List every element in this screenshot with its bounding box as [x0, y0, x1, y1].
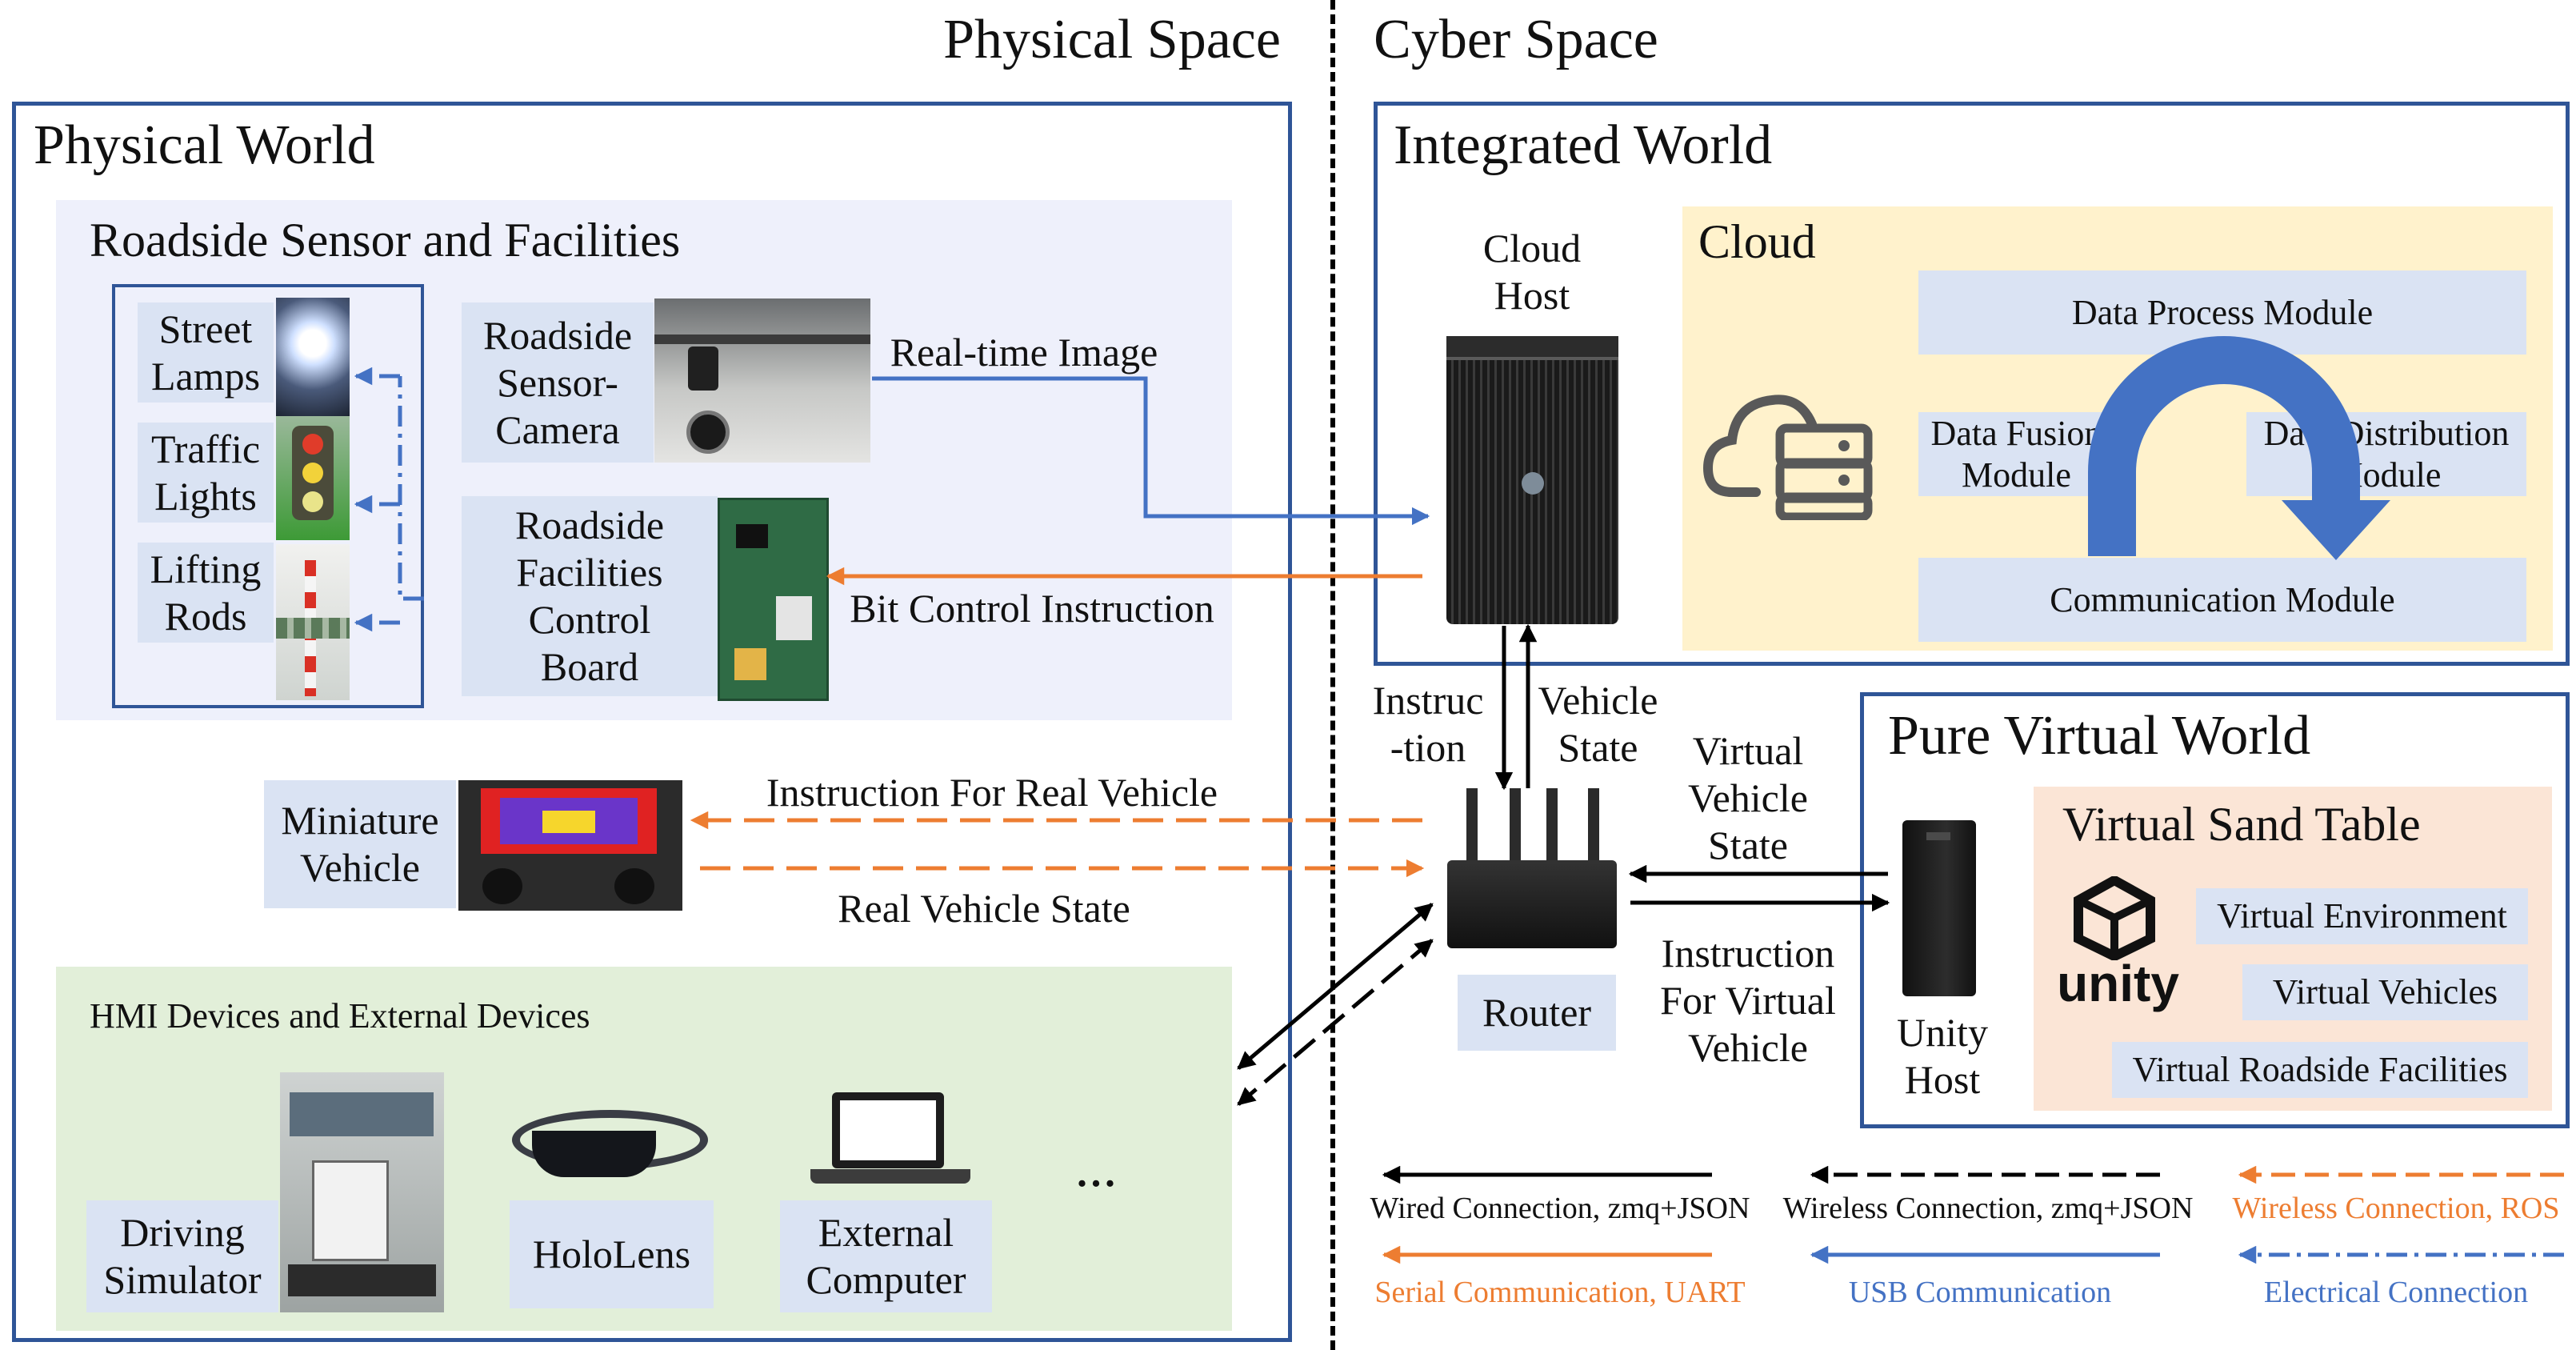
street-lamp-image	[276, 298, 350, 418]
sand-table-title: Virtual Sand Table	[2062, 797, 2421, 851]
unity-logo-text: unity	[2057, 955, 2179, 1013]
cloud-panel-title: Cloud	[1698, 214, 1816, 268]
data-fusion-module: Data Fusion Module	[1918, 412, 2114, 496]
laptop-base	[810, 1169, 970, 1184]
router-antenna-2	[1510, 788, 1521, 860]
cloud-host-label: Cloud Host	[1482, 226, 1582, 318]
green-lamp	[302, 491, 323, 512]
board-chip	[736, 524, 768, 548]
hololens-image	[512, 1100, 708, 1188]
roadside-trees	[276, 618, 350, 639]
facilities-group	[112, 284, 424, 708]
control-board-image	[718, 498, 829, 701]
instruction-label: Instruc -tion	[1372, 678, 1484, 770]
traffic-light-image	[276, 416, 350, 540]
legend-wired-label: Wired Connection, zmq+JSON	[1370, 1191, 1750, 1225]
pure-virtual-world-title: Pure Virtual World	[1888, 704, 2311, 767]
router-antenna-1	[1466, 788, 1478, 860]
hmi-wireless-line	[1237, 939, 1434, 1106]
camera-lens	[686, 411, 730, 454]
simulator-base	[288, 1264, 436, 1296]
control-board-label: Roadside Facilities Control Board	[462, 496, 718, 696]
street-lamps-label: Street Lamps	[138, 302, 274, 403]
cloud-storage-icon	[1700, 360, 1876, 520]
miniature-vehicle-label: Miniature Vehicle	[264, 780, 456, 908]
data-flow-arc	[2088, 336, 2360, 556]
bit-control-label: Bit Control Instruction	[850, 585, 1214, 631]
instruction-virtual-label: Instruction For Virtual Vehicle	[1660, 930, 1836, 1070]
pure-virtual-world-frame	[1860, 692, 2570, 1128]
legend-serial-label: Serial Communication, UART	[1374, 1275, 1746, 1309]
virtual-vehicle-state-label: Virtual Vehicle State	[1688, 728, 1808, 867]
physical-space-heading: Physical Space	[943, 8, 1281, 70]
vehicle-wheel-right	[614, 868, 654, 904]
unity-logo-icon	[2070, 876, 2158, 960]
sensor-camera-label: Roadside Sensor- Camera	[462, 302, 654, 463]
external-computer-image	[804, 1092, 976, 1192]
virtual-vehicles-item: Virtual Vehicles	[2242, 964, 2528, 1020]
instruction-real-vehicle-label: Instruction For Real Vehicle	[766, 769, 1218, 815]
board-connector	[734, 648, 766, 680]
hololens-visor	[532, 1131, 656, 1177]
simulator-seat	[312, 1160, 389, 1261]
router-antenna-4	[1588, 788, 1599, 860]
hmi-wired-line	[1237, 903, 1434, 1070]
hmi-panel-title: HMI Devices and External Devices	[90, 996, 590, 1036]
router-body	[1447, 860, 1617, 948]
integrated-world-frame	[1374, 102, 2570, 666]
legend-wireless-ros-label: Wireless Connection, ROS	[2232, 1191, 2560, 1225]
legend-usb-label: USB Communication	[1848, 1275, 2112, 1309]
lifting-rod-image	[276, 544, 350, 700]
cloud-host-image	[1446, 336, 1618, 624]
hololens-label: HoloLens	[510, 1200, 714, 1308]
router-label: Router	[1458, 975, 1616, 1051]
vehicle-state-label: Vehicle State	[1538, 678, 1658, 770]
data-flow-arrowhead	[2282, 500, 2390, 560]
unity-host-label: Unity Host	[1897, 1010, 1988, 1102]
vehicle-marker-yellow	[542, 811, 595, 833]
virtual-environment-item: Virtual Environment	[2196, 888, 2528, 944]
router-image	[1444, 788, 1620, 952]
cyber-space-heading: Cyber Space	[1374, 8, 1658, 70]
external-computer-label: External Computer	[780, 1200, 992, 1312]
unity-host-vent	[1926, 832, 1950, 840]
server-handle	[1446, 336, 1618, 360]
roadside-panel-title: Roadside Sensor and Facilities	[90, 214, 681, 267]
lifting-rods-label: Lifting Rods	[138, 543, 274, 643]
board-relay	[776, 596, 812, 640]
traffic-lights-label: Traffic Lights	[138, 423, 274, 523]
camera-body	[688, 347, 718, 391]
physical-world-title: Physical World	[34, 114, 375, 177]
driving-simulator-label: Driving Simulator	[86, 1200, 278, 1312]
driving-simulator-image	[280, 1072, 444, 1312]
electrical-lines	[354, 367, 424, 632]
legend-electrical-label: Electrical Connection	[2263, 1275, 2529, 1309]
communication-module: Communication Module	[1918, 558, 2526, 642]
realtime-image-label: Real-time Image	[890, 329, 1158, 375]
real-vehicle-state-label: Real Vehicle State	[838, 885, 1130, 931]
realtime-image-line	[872, 376, 1430, 526]
more-devices-ellipsis: ...	[1074, 1136, 1118, 1199]
integrated-world-title: Integrated World	[1394, 114, 1773, 177]
laptop-screen	[832, 1092, 944, 1168]
camera-mount-bar	[654, 334, 870, 344]
physical-world-frame	[12, 102, 1292, 1342]
space-divider	[1330, 0, 1335, 1350]
yellow-lamp	[302, 463, 323, 483]
router-antenna-3	[1546, 788, 1558, 860]
simulator-screen	[290, 1092, 434, 1136]
legend-wireless-label: Wireless Connection, zmq+JSON	[1782, 1191, 2194, 1225]
roadside-camera-image	[654, 298, 870, 463]
server-badge	[1522, 472, 1544, 495]
unity-host-image	[1902, 820, 1976, 996]
miniature-vehicle-image	[458, 780, 682, 911]
red-lamp	[302, 434, 323, 455]
vehicle-wheel-left	[482, 868, 522, 904]
virtual-roadside-item: Virtual Roadside Facilities	[2112, 1042, 2528, 1098]
